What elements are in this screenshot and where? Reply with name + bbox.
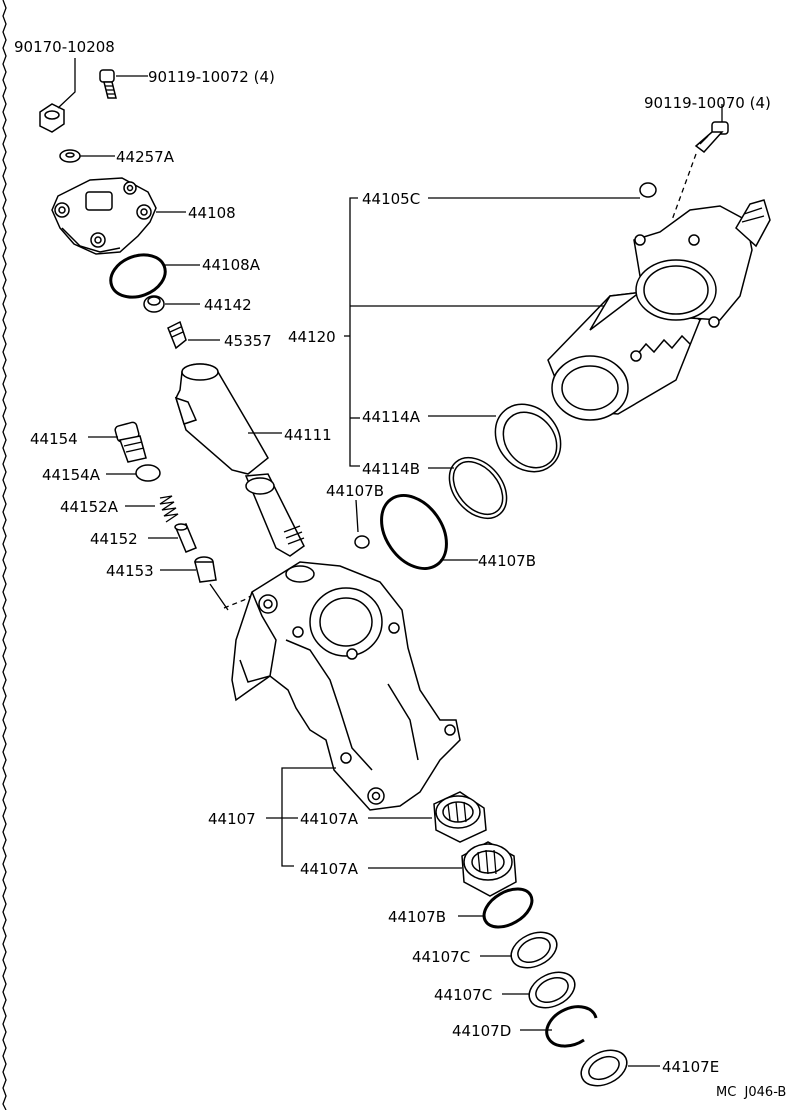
washer-44257A [59,149,115,163]
label-44257A: 44257A [116,148,175,166]
ball-44105C [428,182,657,199]
label-44152A: 44152A [60,498,119,516]
label-44107B-large: 44107B [478,552,536,570]
label-44107D: 44107D [452,1022,511,1040]
valve-shaft-44111 [174,363,305,557]
bearing-44107A-lower [461,841,517,897]
label-44107C-lower: 44107C [434,986,492,1004]
label-44107: 44107 [208,810,256,828]
label-90119-10072: 90119-10072 (4) [148,68,275,86]
label-44107E: 44107E [662,1058,719,1076]
label-44105C: 44105C [362,190,420,208]
bolt-90119-10070 [671,104,729,221]
label-44107C-upper: 44107C [412,948,470,966]
label-44107B-lower: 44107B [388,908,446,926]
screw-45357 [167,320,220,350]
label-44154A: 44154A [42,466,101,484]
plug-44142 [143,295,200,313]
label-44107A-lower: 44107A [300,860,359,878]
bolt-90119-10072 [99,69,148,99]
cover-44108 [51,177,186,255]
ring-44107B-small [354,499,370,549]
seal-44107C-lower [502,971,576,1009]
o-ring-44107B-lower [458,887,534,929]
label-44120: 44120 [288,328,336,346]
label-44114A: 44114A [362,408,421,426]
seal-44107C-upper [480,931,558,969]
seal-44114A [428,403,562,473]
label-44114B: 44114B [362,460,420,478]
label-90119-10070: 90119-10070 (4) [644,94,771,112]
snap-ring-44107D [520,1005,598,1048]
gear-housing-44107 [231,561,461,811]
label-44107A-upper: 44107A [300,810,359,828]
fitting-44154 [88,421,147,463]
sector-shaft-assembly-44120 [344,197,771,467]
dust-seal-44107E [580,1049,660,1087]
o-ring-44107B-large [380,494,478,570]
label-45357: 45357 [224,332,272,350]
label-44152: 44152 [90,530,138,548]
label-44107B-small: 44107B [326,482,384,500]
label-44108: 44108 [188,204,236,222]
diagram-code: MC J046-B [716,1085,786,1100]
ring-44114B [428,456,508,520]
pin-44152 [148,523,197,553]
label-44153: 44153 [106,562,154,580]
label-44154: 44154 [30,430,78,448]
nut-90170-10208 [39,58,76,133]
label-44111: 44111 [284,426,332,444]
label-44142: 44142 [204,296,252,314]
label-90170-10208: 90170-10208 [14,38,115,56]
bearing-44107A-upper [433,791,487,843]
spring-44152A [125,495,179,523]
ring-44154A [106,464,161,482]
torn-left-edge [2,0,7,1110]
bracket-44107 [266,767,462,869]
label-44108A: 44108A [202,256,261,274]
o-ring-44108A [109,253,200,299]
